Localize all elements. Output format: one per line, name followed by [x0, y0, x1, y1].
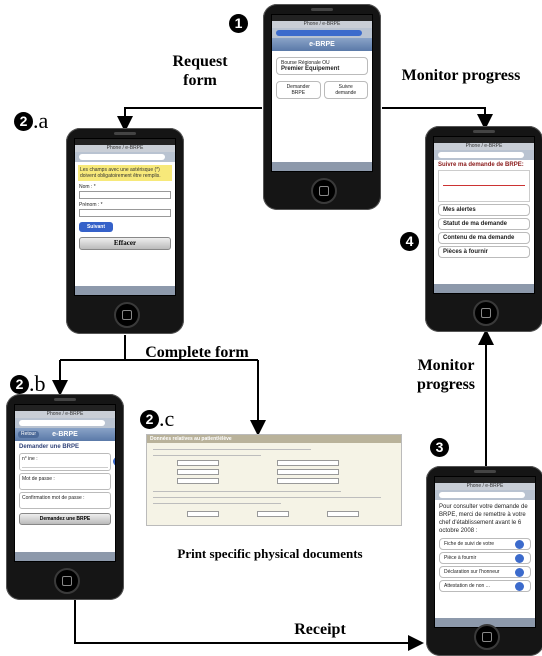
info-icon[interactable]: [515, 540, 524, 549]
monitor-item-pieces[interactable]: Pièces à fournir: [438, 246, 530, 258]
ine-input[interactable]: [22, 462, 108, 468]
nom-label: Nom : *: [79, 184, 96, 190]
ine-label: n° ine :: [22, 456, 38, 462]
home-button[interactable]: [54, 568, 80, 594]
request-clear-button[interactable]: Effacer: [79, 237, 171, 250]
phone-complete: Phone / e-BRPE Retour e-BRPE Demander un…: [6, 394, 124, 600]
password-input[interactable]: [22, 482, 108, 487]
home-button[interactable]: [473, 300, 499, 326]
info-icon[interactable]: [515, 568, 524, 577]
arrow-receipt: [74, 600, 424, 651]
confirm-input[interactable]: [22, 501, 108, 506]
prenom-input[interactable]: [79, 209, 171, 217]
monitor-item-alertes[interactable]: Mes alertes: [438, 204, 530, 216]
phone-monitor: Phone / e-BRPE Suivre ma demande de BRPE…: [425, 126, 542, 332]
step-2c: 2.c: [140, 408, 174, 430]
receipt-item-4[interactable]: Attestation de non ...: [439, 580, 531, 592]
info-icon[interactable]: [515, 554, 524, 563]
label-request-form: Request form: [172, 53, 228, 89]
label-print-docs: Print specific physical documents: [177, 546, 363, 561]
document-header: Données relatives au patient/élève: [147, 435, 401, 443]
home-button[interactable]: [114, 302, 140, 328]
home-button[interactable]: [311, 178, 337, 204]
home-suivre-button[interactable]: Suivre demande: [323, 81, 368, 99]
phone-receipt: Phone / e-BRPE Pour consulter votre dema…: [426, 466, 542, 656]
password-label: Mot de passe :: [22, 476, 55, 482]
complete-heading: Demander une BRPE: [19, 444, 80, 450]
step-1: 1: [229, 12, 248, 34]
printed-document: Données relatives au patient/élève: [146, 434, 402, 526]
info-icon[interactable]: [113, 457, 115, 466]
step-2a: 2.a: [14, 110, 48, 132]
monitor-title: Suivre ma demande de BRPE:: [438, 162, 524, 168]
receipt-item-3[interactable]: Déclaration sur l'honneur: [439, 566, 531, 578]
prenom-label: Prénom : *: [79, 202, 103, 208]
receipt-item-1[interactable]: Fiche de suivi de votre: [439, 538, 531, 550]
receipt-text: Pour consulter votre demande de BRPE, me…: [439, 504, 528, 534]
nom-input[interactable]: [79, 191, 171, 199]
home-nav-title: e-BRPE: [272, 38, 372, 51]
request-submit-button[interactable]: Suivant: [79, 222, 113, 232]
complete-back-button[interactable]: Retour: [18, 431, 40, 438]
step-2b: 2.b: [10, 373, 46, 395]
home-demander-button[interactable]: Demander BRPE: [276, 81, 321, 99]
complete-nav-title: e-BRPE: [52, 431, 78, 438]
label-monitor-progress-top: Monitor progress: [401, 67, 521, 84]
home-row-bourse[interactable]: Bourse Régionale OU Premier Equipement: [276, 57, 368, 75]
request-notice: Les champs avec une astérisque (*) doive…: [78, 165, 172, 181]
label-receipt: Receipt: [294, 621, 346, 638]
arrow-home-to-request: [117, 107, 262, 132]
receipt-item-2[interactable]: Pièce à fournir: [439, 552, 531, 564]
info-icon[interactable]: [515, 582, 524, 591]
label-monitor-progress-right: Monitor progress: [416, 357, 476, 393]
arrow-home-to-monitor: [382, 107, 493, 130]
step-4: 4: [400, 230, 419, 252]
home-button[interactable]: [474, 624, 500, 650]
label-complete-form: Complete form: [145, 344, 249, 361]
monitor-item-statut[interactable]: Statut de ma demande: [438, 218, 530, 230]
phone-home: Phone / e-BRPE e-BRPE Bourse Régionale O…: [263, 4, 381, 210]
step-3: 3: [430, 436, 449, 458]
confirm-label: Confirmation mot de passe :: [22, 495, 85, 501]
monitor-item-contenu[interactable]: Contenu de ma demande: [438, 232, 530, 244]
monitor-timeline: [438, 170, 530, 202]
phone-request: Phone / e-BRPE Les champs avec une astér…: [66, 128, 184, 334]
complete-submit-button[interactable]: Demandez une BRPE: [19, 513, 111, 525]
